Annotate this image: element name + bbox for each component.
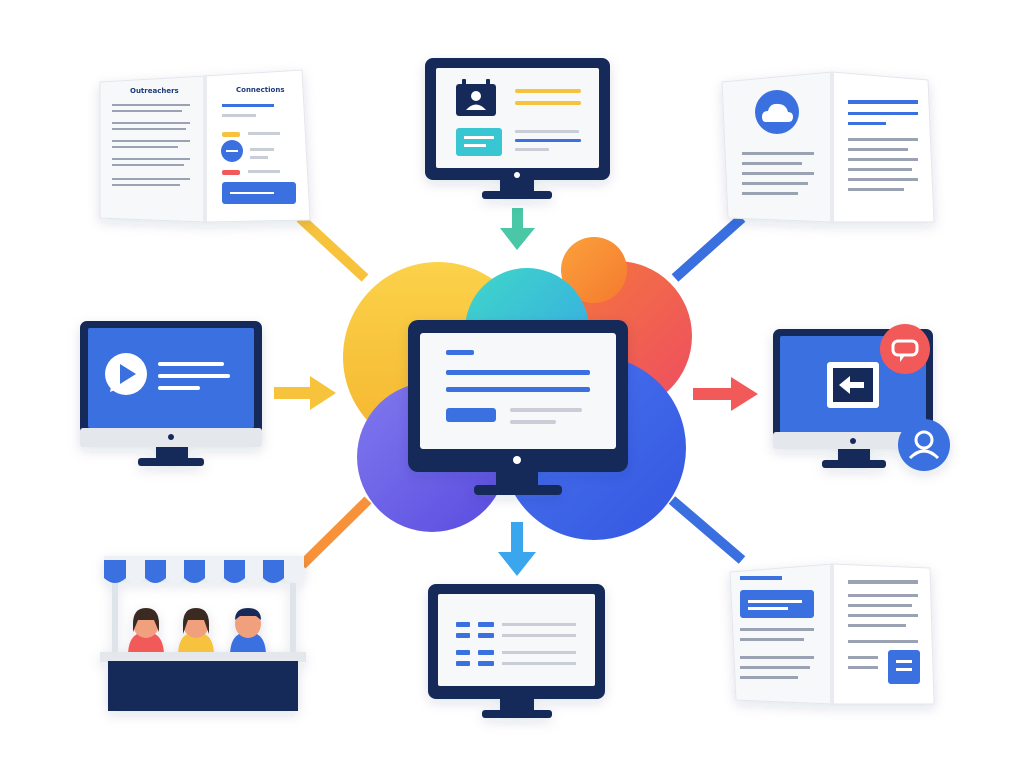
cloud-icon: [755, 90, 799, 134]
striped-awning: [104, 560, 304, 583]
back-arrow-icon: [827, 362, 879, 408]
arrow-right-left: [274, 376, 336, 410]
play-chat-icon: [105, 353, 147, 395]
book-right-title: Connections: [236, 86, 285, 94]
user-avatar-icon: [898, 419, 950, 471]
person-yellow: [178, 608, 214, 656]
person-red: [128, 608, 164, 656]
left-monitor: [80, 321, 262, 466]
arrow-down-bottom: [498, 522, 536, 576]
book-top-right: [721, 71, 935, 223]
profile-card-icon: [456, 79, 496, 116]
orange-blob: [561, 237, 627, 303]
top-monitor: [425, 58, 610, 199]
right-monitor: [773, 324, 950, 471]
connector-bottom-left: [298, 496, 372, 569]
book-left-title: Outreachers: [130, 87, 179, 95]
market-stall: [100, 556, 306, 711]
connector-top-left: [296, 214, 369, 282]
connector-bottom-right: [668, 496, 746, 564]
document-icon: [888, 650, 920, 684]
central-monitor: [408, 320, 628, 495]
person-blue: [230, 608, 266, 656]
bottom-monitor: [428, 584, 605, 718]
connectors: [274, 208, 758, 576]
book-bottom-right: [729, 563, 935, 705]
chat-bubble-icon: [880, 324, 930, 374]
arrow-right-right: [693, 377, 758, 411]
book-top-left: Outreachers Connections: [99, 69, 311, 223]
arrow-down-top: [500, 208, 535, 250]
connector-top-right: [671, 214, 746, 282]
